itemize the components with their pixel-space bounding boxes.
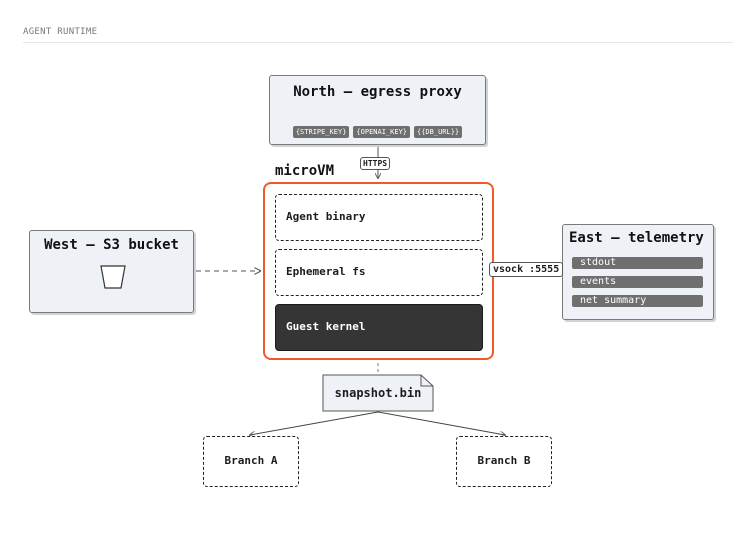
branch-b-box: Branch B — [456, 436, 552, 487]
north-title: North — egress proxy — [293, 84, 462, 100]
north-egress-proxy-box: North — egress proxy {STRIPE_KEY} {OPENA… — [269, 75, 486, 145]
snapshot-to-branch-b-line — [377, 411, 505, 435]
branch-a-box: Branch A — [203, 436, 299, 487]
secret-chip-openai: {OPENAI_KEY} — [353, 126, 410, 138]
secret-placeholders: {STRIPE_KEY} {OPENAI_KEY} {{DB_URL}} — [270, 126, 485, 138]
vsock-label: vsock :5555 — [489, 262, 564, 277]
snapshot-file-shape — [322, 374, 434, 412]
east-telemetry-box: East — telemetry stdout events net summa… — [562, 224, 714, 320]
guest-kernel-layer: Guest kernel — [275, 304, 483, 351]
microvm-box: Agent binary Ephemeral fs Guest kernel — [263, 182, 494, 360]
microvm-label: microVM — [275, 163, 335, 179]
east-title: East — telemetry — [569, 230, 704, 246]
west-s3-bucket-box: West — S3 bucket — [29, 230, 194, 313]
agent-binary-layer: Agent binary — [275, 194, 483, 241]
stream-stdout: stdout — [572, 257, 703, 269]
snapshot-to-branch-a-line — [250, 411, 379, 435]
stream-events: events — [572, 276, 703, 288]
secret-chip-stripe: {STRIPE_KEY} — [292, 126, 350, 138]
bucket-icon — [100, 265, 126, 289]
snapshot-label: snapshot.bin — [334, 386, 422, 400]
https-label: HTTPS — [360, 157, 391, 170]
ephemeral-fs-layer: Ephemeral fs — [275, 249, 483, 296]
diagram-title: AGENT RUNTIME — [23, 27, 98, 37]
west-title: West — S3 bucket — [44, 237, 179, 253]
secret-chip-db-url: {{DB_URL}} — [414, 126, 463, 138]
header-divider — [23, 42, 733, 43]
stream-net-summary: net summary — [572, 295, 703, 307]
